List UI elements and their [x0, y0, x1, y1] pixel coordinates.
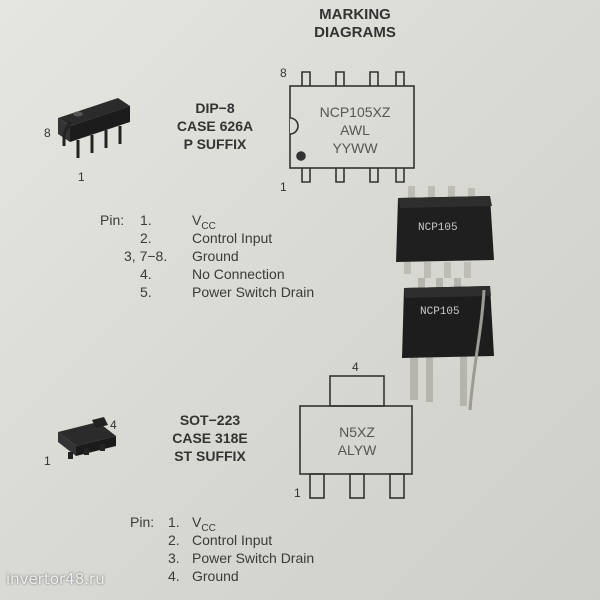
- dip-marking-pin8: 8: [280, 66, 287, 80]
- sot223-marking-diagram: [299, 375, 413, 499]
- dip-package-title: DIP−8: [195, 100, 235, 116]
- dip-suffix-label: P SUFFIX: [183, 136, 247, 152]
- dip-marking-line2: AWL: [340, 122, 370, 138]
- dip-pin8-label: 8: [44, 126, 51, 140]
- dip-pin-num: 5.: [140, 284, 152, 300]
- marking-header-line2: DIAGRAMS: [314, 24, 396, 41]
- dip-marking-pin1: 1: [280, 180, 287, 194]
- dip-marking-line1: NCP105XZ: [319, 104, 391, 120]
- dip-pin-num: 2.: [140, 230, 152, 246]
- dip-pin-num: 4.: [140, 266, 152, 282]
- dip-pin-num: 3, 7−8.: [124, 248, 168, 264]
- sot-pin1-label: 1: [44, 454, 51, 468]
- dip-pin-name: Control Input: [192, 230, 273, 246]
- sot-pin-name: Ground: [192, 568, 239, 584]
- sot-marking-pin1: 1: [294, 486, 301, 500]
- dip-pin-name: VCC: [192, 212, 216, 232]
- dip8-package-icon: [58, 98, 130, 158]
- dip-pin-name: Ground: [192, 248, 239, 264]
- sot-pin-num: 3.: [168, 550, 180, 566]
- sot-case-label: CASE 318E: [172, 430, 248, 446]
- dip-pin-num: 1.: [140, 212, 152, 228]
- dip-pin1-label: 1: [78, 170, 85, 184]
- sot-pin-name: Control Input: [192, 532, 273, 548]
- sot-marking-line2: ALYW: [337, 442, 377, 458]
- dip-pins-heading: Pin:: [100, 212, 125, 228]
- photo-chip2-marking: NCP105: [420, 306, 460, 318]
- dip-marking-line3: YYWW: [332, 140, 378, 156]
- dip-pin-name: Power Switch Drain: [192, 284, 315, 300]
- sot-package-title: SOT−223: [179, 412, 241, 428]
- sot-pin-name: Power Switch Drain: [192, 550, 315, 566]
- photo-chip-2: [402, 278, 494, 411]
- site-watermark: invertor48.ru: [6, 570, 105, 588]
- sot-pin-num: 1.: [168, 514, 180, 530]
- sot-pin-num: 2.: [168, 532, 180, 548]
- dip-pin-name: No Connection: [192, 266, 285, 282]
- photo-chip1-marking: NCP105: [418, 222, 458, 234]
- sot223-package-icon: [58, 417, 116, 459]
- dip-case-label: CASE 626A: [176, 118, 254, 134]
- photo-chip-1: [396, 186, 494, 278]
- sot-marking-line1: N5XZ: [339, 424, 375, 440]
- sot-pin4-label: 4: [110, 418, 117, 432]
- dip8-marking-diagram: [289, 71, 415, 183]
- sot-marking-pin4: 4: [352, 360, 359, 374]
- sot-pin-num: 4.: [168, 568, 180, 584]
- sot-pins-heading: Pin:: [130, 514, 155, 530]
- sot-suffix-label: ST SUFFIX: [174, 448, 246, 464]
- sot-pin-name: VCC: [192, 514, 216, 534]
- marking-header-line1: MARKING: [319, 6, 391, 23]
